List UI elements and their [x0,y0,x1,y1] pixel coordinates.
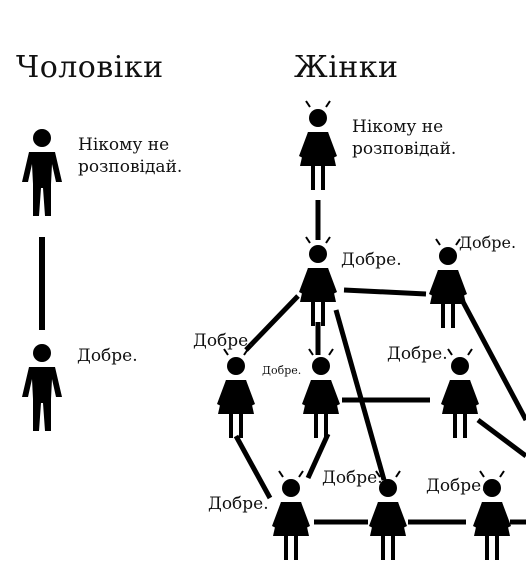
woman-figure-icon [271,470,311,561]
woman-figure-icon [216,348,256,439]
women-reply: Добре. [387,344,448,364]
men-secret-line1: Нікому не [78,135,170,155]
man-figure-icon [22,344,62,431]
women-reply: Добре. [193,331,254,351]
men-reply: Добре. [77,346,138,366]
woman-figure-icon [298,100,338,191]
women-heading: Жінки [294,50,399,85]
women-reply: Добре. [262,364,302,377]
women-reply: Добре. [208,494,269,514]
women-secret-line2: розповідай. [352,139,457,159]
woman-figure-icon [298,236,338,327]
women-secret-line1: Нікому не [352,117,444,137]
women-reply: Добре. [322,468,383,488]
women-connector-lines [233,200,526,525]
women-reply: Добре. [426,476,487,496]
men-secret-line2: розповідай. [78,157,183,177]
man-figure-icon [22,129,62,216]
women-reply: Добре. [459,233,517,252]
women-reply: Добре. [341,250,402,270]
woman-figure-icon [301,348,341,439]
men-heading: Чоловіки [16,50,164,85]
woman-figure-icon [428,238,468,329]
